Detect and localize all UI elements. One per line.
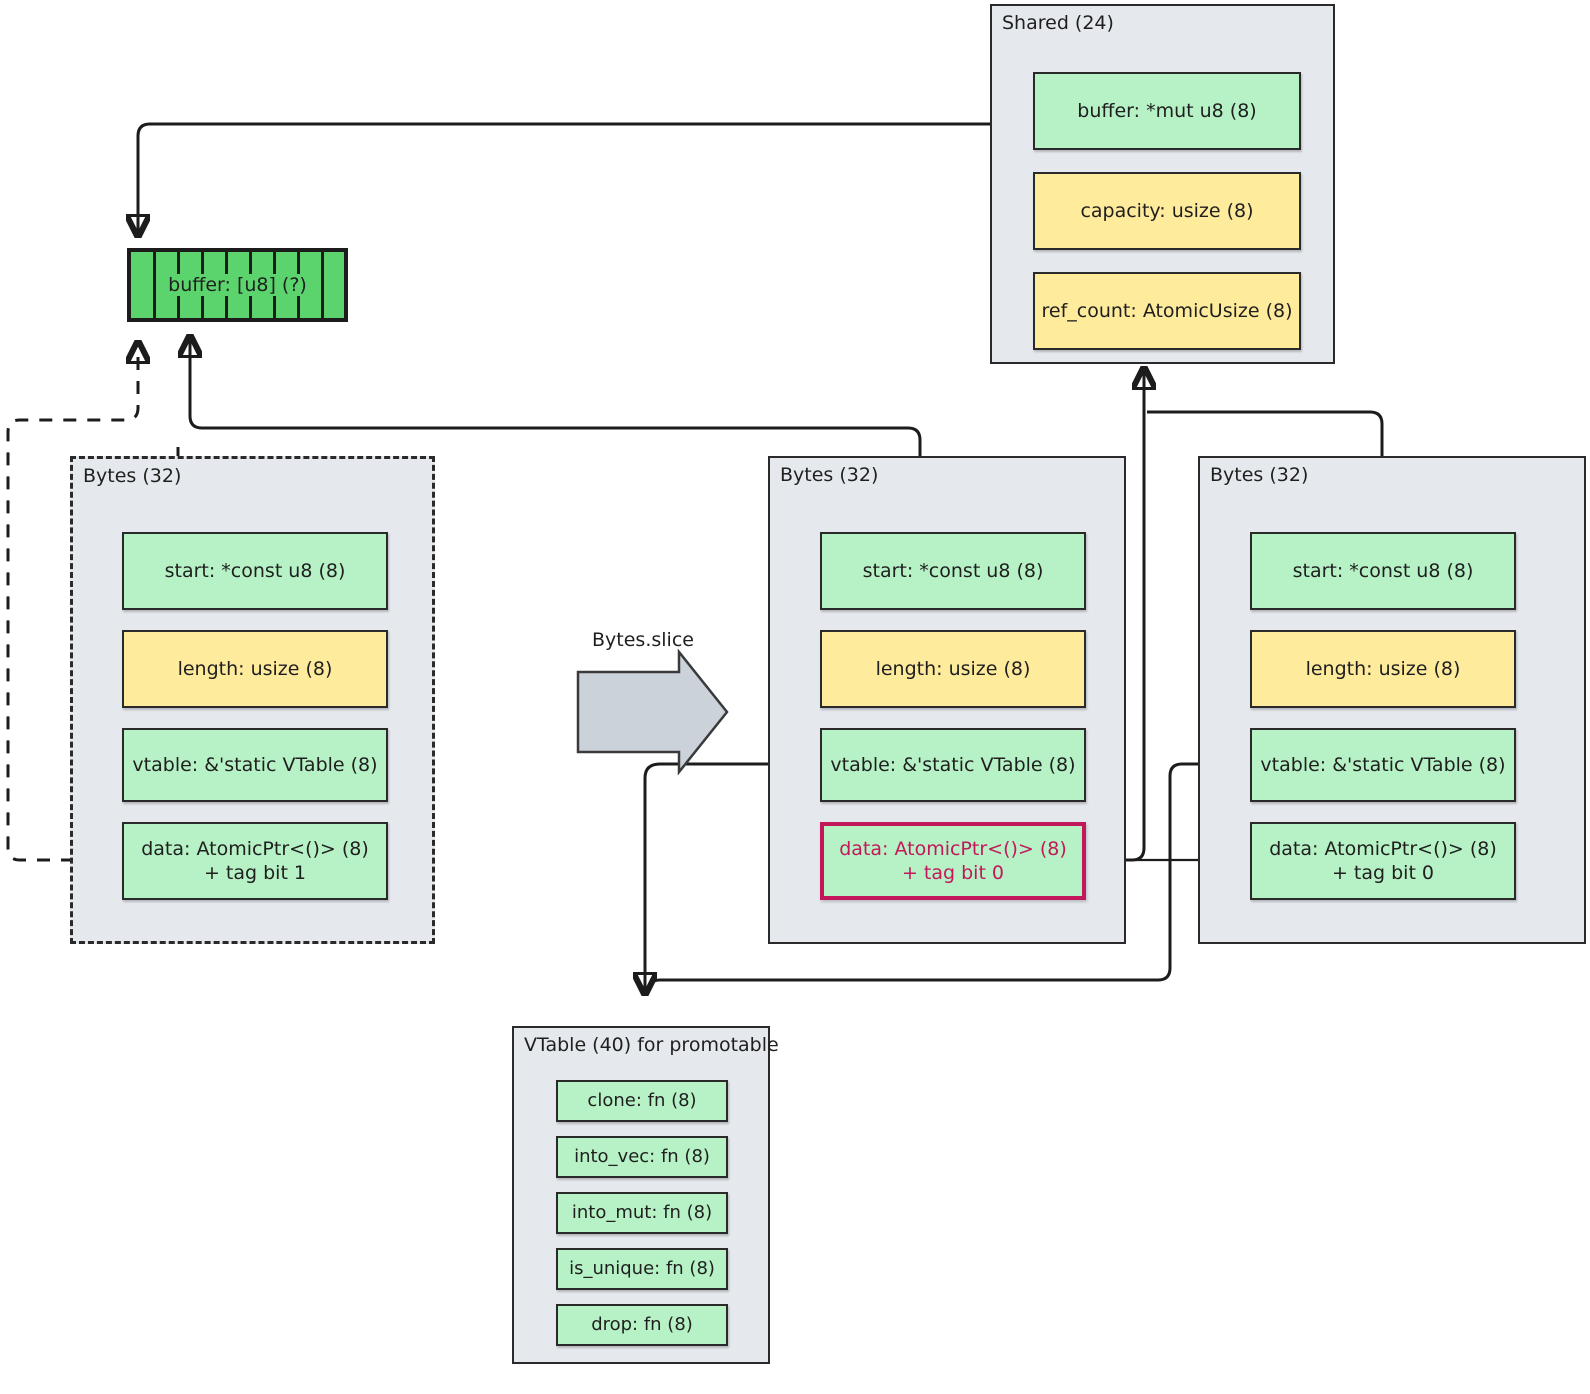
buffer-array: buffer: [u8] (?)	[127, 248, 348, 322]
bytes-right-title: Bytes (32)	[1210, 464, 1309, 486]
bytes-left-field-data: data: AtomicPtr<()> (8) + tag bit 1	[122, 822, 388, 900]
bytes-right-data-line2: + tag bit 0	[1331, 862, 1435, 884]
bytes-left-title: Bytes (32)	[83, 465, 182, 487]
bytes-right-field-length: length: usize (8)	[1250, 630, 1516, 708]
bytes-middle-title: Bytes (32)	[780, 464, 879, 486]
bytes-middle-field-vtable: vtable: &'static VTable (8)	[820, 728, 1086, 802]
bytes-right-data-line1: data: AtomicPtr<()> (8)	[1269, 837, 1497, 860]
vtable-field-clone: clone: fn (8)	[556, 1080, 728, 1122]
bytes-right-field-vtable: vtable: &'static VTable (8)	[1250, 728, 1516, 802]
shared-field-buffer: buffer: *mut u8 (8)	[1033, 72, 1301, 150]
shared-title: Shared (24)	[1002, 12, 1114, 34]
vtable-field-drop: drop: fn (8)	[556, 1304, 728, 1346]
vtable-field-into-mut: into_mut: fn (8)	[556, 1192, 728, 1234]
bytes-middle-data-line1: data: AtomicPtr<()> (8)	[839, 837, 1067, 860]
bytes-left-field-start: start: *const u8 (8)	[122, 532, 388, 610]
slice-block-arrow	[576, 648, 729, 776]
bytes-right-field-start: start: *const u8 (8)	[1250, 532, 1516, 610]
bytes-left-field-vtable: vtable: &'static VTable (8)	[122, 728, 388, 802]
shared-field-capacity: capacity: usize (8)	[1033, 172, 1301, 250]
buffer-array-label: buffer: [u8] (?)	[168, 274, 307, 296]
bytes-left-data-line2: + tag bit 1	[203, 862, 307, 884]
bytes-middle-field-data: data: AtomicPtr<()> (8) + tag bit 0	[820, 822, 1086, 900]
bytes-middle-data-line2: + tag bit 0	[901, 862, 1005, 884]
bytes-middle-field-start: start: *const u8 (8)	[820, 532, 1086, 610]
vtable-field-is-unique: is_unique: fn (8)	[556, 1248, 728, 1290]
bytes-right-field-data: data: AtomicPtr<()> (8) + tag bit 0	[1250, 822, 1516, 900]
bytes-middle-field-length: length: usize (8)	[820, 630, 1086, 708]
bytes-left-field-length: length: usize (8)	[122, 630, 388, 708]
slice-arrow-label: Bytes.slice	[592, 629, 694, 651]
shared-field-refcount: ref_count: AtomicUsize (8)	[1033, 272, 1301, 350]
bytes-left-data-line1: data: AtomicPtr<()> (8)	[141, 837, 369, 860]
edge-shared-buffer-to-array	[138, 122, 1024, 232]
vtable-title: VTable (40) for promotable	[524, 1034, 779, 1056]
vtable-field-into-vec: into_vec: fn (8)	[556, 1136, 728, 1178]
